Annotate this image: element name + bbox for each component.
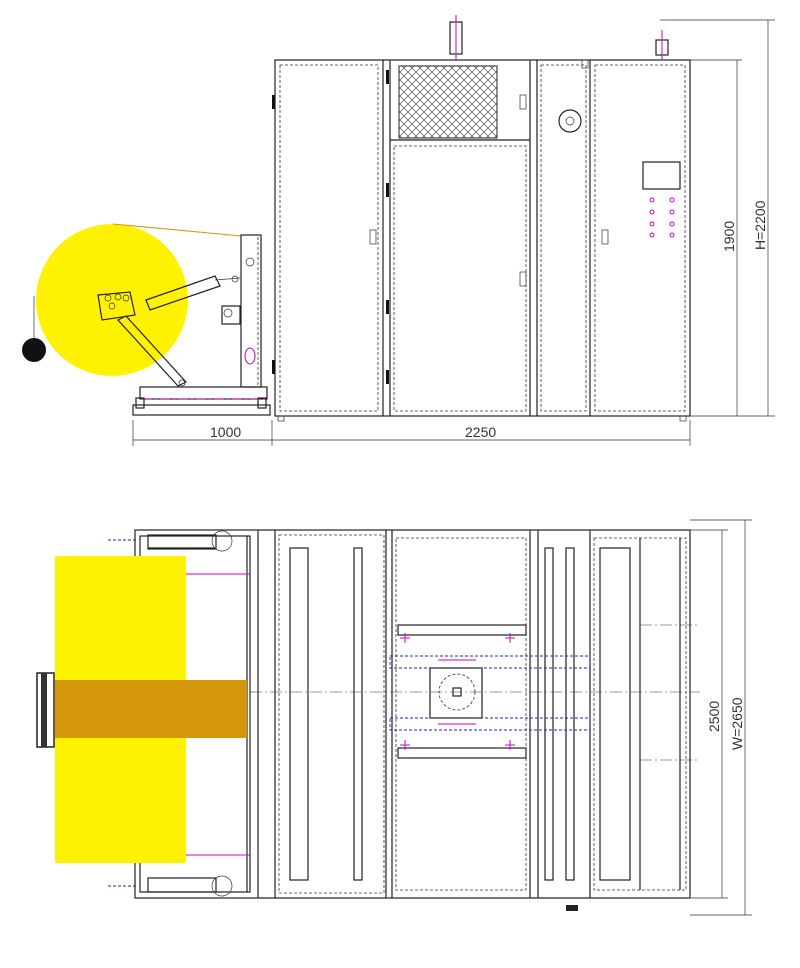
material-roll: [36, 224, 188, 376]
control-display: [642, 161, 681, 190]
web-line: [112, 223, 242, 237]
dim-total-width: W=2650: [729, 697, 745, 750]
elevation-dimensions: 1000 2250 1900 H=2200: [132, 19, 775, 446]
plan-dimensions: 2500 W=2650: [690, 519, 752, 916]
dim-machine-length: 2250: [465, 424, 496, 440]
dim-total-height: H=2200: [752, 200, 768, 250]
hatched-window: [398, 65, 498, 139]
unwinder-arm: [97, 275, 241, 387]
handwheel-icon: [558, 109, 582, 133]
plan-frame: [108, 529, 700, 911]
dim-inner-width: 2500: [706, 701, 722, 732]
plan-web-strip: [55, 680, 247, 738]
elevation-view: 1000 2250 1900 H=2200: [22, 15, 775, 446]
plan-view: 2500 W=2650: [36, 519, 752, 916]
unwinder-base: [132, 386, 271, 416]
main-cabinet: [272, 15, 691, 422]
dim-unwinder-length: 1000: [210, 424, 241, 440]
dim-cabinet-height: 1900: [721, 221, 737, 252]
counterweight: [22, 338, 46, 362]
